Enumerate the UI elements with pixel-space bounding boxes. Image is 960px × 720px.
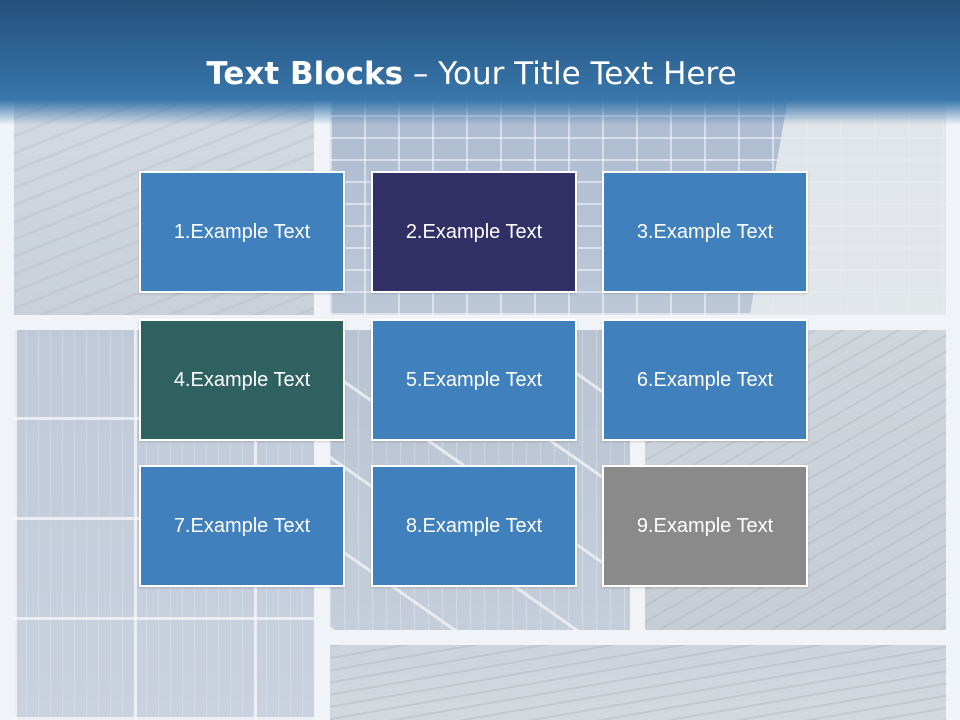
title-bold-part: Text Blocks [206, 56, 404, 92]
text-block-8: 8.Example Text [371, 465, 577, 587]
text-block-1: 1.Example Text [139, 171, 345, 293]
text-block-3: 3.Example Text [602, 171, 808, 293]
text-block-2: 2.Example Text [371, 171, 577, 293]
text-block-6: 6.Example Text [602, 319, 808, 441]
text-block-7: 7.Example Text [139, 465, 345, 587]
photo-installers [330, 645, 946, 720]
slide-title: Text Blocks – Your Title Text Here [0, 54, 943, 94]
text-block-4: 4.Example Text [139, 319, 345, 441]
title-regular-part: – Your Title Text Here [403, 56, 737, 92]
text-block-9: 9.Example Text [602, 465, 808, 587]
title-bar: Text Blocks – Your Title Text Here [0, 0, 960, 125]
text-block-5: 5.Example Text [371, 319, 577, 441]
